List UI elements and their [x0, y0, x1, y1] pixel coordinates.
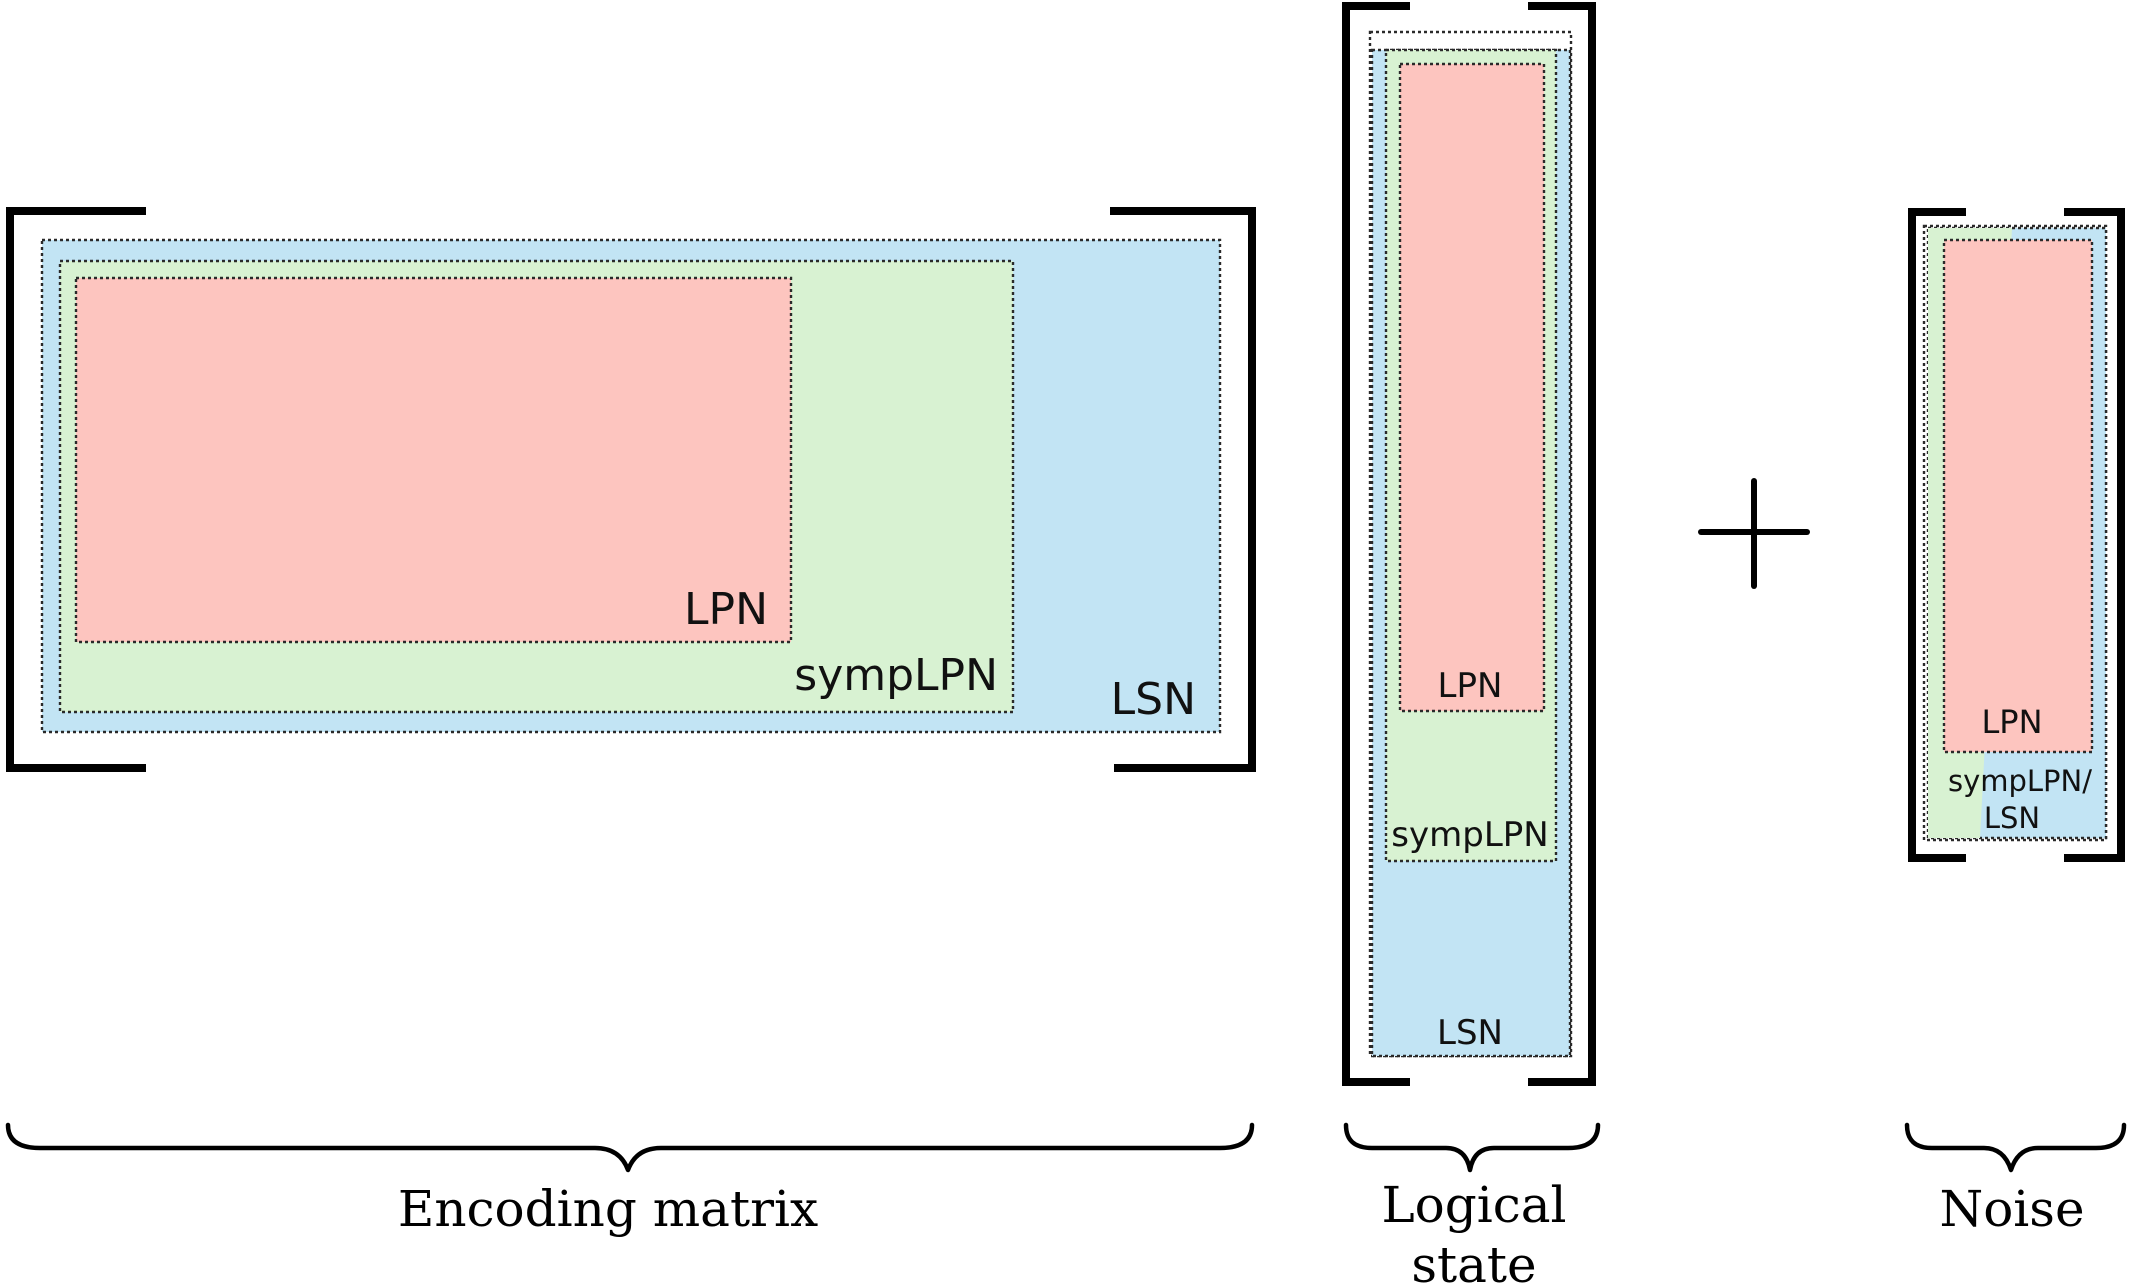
- encoding-lsn-label: LSN: [1111, 674, 1196, 725]
- logical-right-bracket: [1528, 2, 1596, 1086]
- encoding-matrix-caption: Encoding matrix: [398, 1180, 818, 1238]
- logical-lsn-label: LSN: [1437, 1013, 1503, 1053]
- logical-state-caption-line1: Logical: [1381, 1176, 1566, 1234]
- noise-shared-label-line2: LSN: [1984, 801, 2040, 835]
- encoding-lpn-region: [74, 276, 793, 644]
- encoding-lpn-label: LPN: [684, 584, 768, 635]
- logical-symplpn-label: sympLPN: [1391, 815, 1548, 855]
- noise-right-bracket: [2064, 208, 2125, 862]
- noise-brace: [1904, 1122, 2127, 1173]
- encoding-symplpn-label: sympLPN: [794, 650, 998, 701]
- noise-vector: LPN sympLPN/ LSN Noise: [1904, 208, 2127, 1238]
- encoding-left-bracket: [6, 207, 146, 772]
- plus-operator: [1698, 478, 1810, 589]
- noise-lpn-label: LPN: [1981, 703, 2042, 741]
- logical-state: LPN sympLPN LSN Logical state: [1342, 2, 1601, 1287]
- logical-state-caption-line2: state: [1411, 1236, 1536, 1287]
- noise-shared-label-line1: sympLPN/: [1948, 764, 2092, 798]
- encoding-matrix: LPN sympLPN LSN Encoding matrix: [5, 207, 1256, 1238]
- logical-left-bracket: [1342, 2, 1410, 1086]
- logical-lpn-label: LPN: [1438, 666, 1503, 706]
- encoding-brace: [5, 1122, 1255, 1173]
- noise-caption: Noise: [1939, 1180, 2084, 1238]
- encoding-right-bracket: [1110, 207, 1256, 772]
- logical-state-brace: [1343, 1122, 1601, 1173]
- logical-lpn-region: [1398, 62, 1546, 713]
- noise-lpn-region: [1942, 238, 2094, 754]
- noise-left-bracket: [1908, 208, 1966, 862]
